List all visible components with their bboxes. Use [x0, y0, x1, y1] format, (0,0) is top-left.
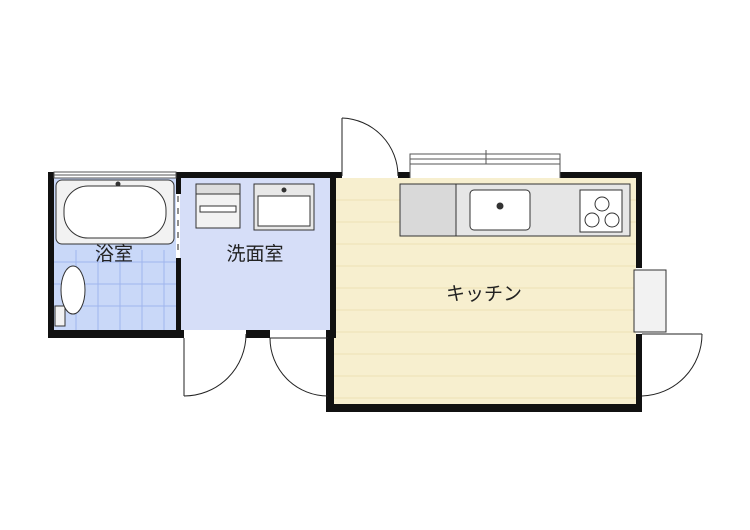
wall-kitchen-top-b [398, 172, 410, 178]
wall-bottom-wash-b [246, 330, 270, 338]
room-label-washroom: 洗面室 [226, 243, 283, 265]
refrigerator-icon [633, 269, 667, 333]
room-label-kitchen: キッチン [446, 283, 522, 305]
wall-bath-wash-top [176, 172, 181, 194]
wall-kitchen-left-lower [326, 330, 334, 412]
wall-bottom-wash-a [176, 330, 184, 338]
wall-left [48, 172, 54, 338]
gas-stove-icon [579, 189, 623, 233]
sink-icon [253, 183, 315, 231]
kitchen-sink-icon [469, 189, 531, 231]
wall-top-wash [176, 172, 336, 178]
window-icon [53, 150, 561, 179]
door-swing-icon [177, 117, 703, 397]
wall-kitchen-top-c [560, 172, 642, 178]
washing-machine-icon [195, 183, 241, 229]
bathtub-icon [55, 179, 175, 245]
wall-kitchen-right [636, 172, 642, 268]
wall-kitchen-top-a [334, 172, 342, 178]
wall-kitchen-right-lower [636, 334, 642, 412]
wall-kitchen-left [330, 172, 336, 338]
wall-bath-wash-bottom [176, 258, 181, 338]
room-label-bathroom: 浴室 [95, 243, 133, 265]
wall-bottom-bath [48, 330, 180, 338]
wall-kitchen-bottom [326, 404, 642, 412]
toilet-icon [54, 265, 86, 327]
